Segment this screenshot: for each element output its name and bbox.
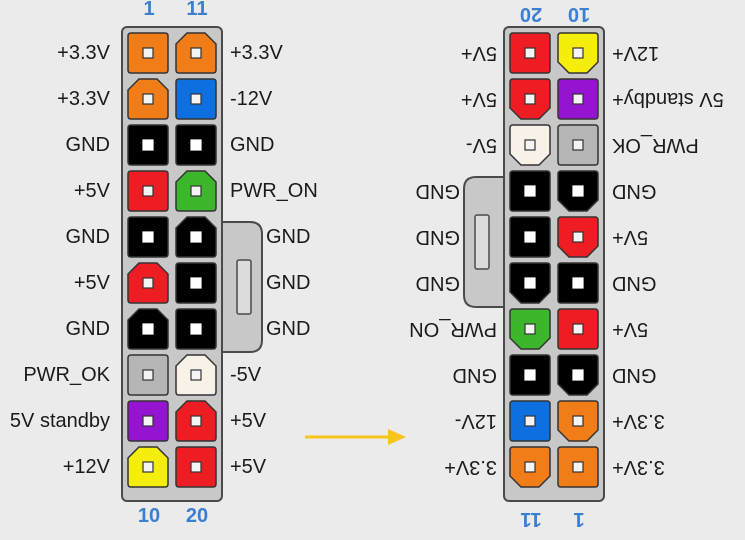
left-pin-contact xyxy=(190,139,202,151)
right-pin-label: +3.3V xyxy=(612,410,665,432)
right-pin-label: +5V xyxy=(460,88,497,110)
left-pin-label: GND xyxy=(266,226,311,248)
left-pin-label: GND xyxy=(65,226,110,248)
left-latch-slot xyxy=(236,259,252,315)
right-pin-contact xyxy=(572,415,584,427)
right-pin-contact xyxy=(572,185,584,197)
right-pin-label: GND xyxy=(612,272,657,294)
right-pin-contact xyxy=(572,277,584,289)
right-pin-contact xyxy=(524,323,536,335)
left-pin-label: +3.3V xyxy=(57,42,110,64)
left-pin-contact xyxy=(142,277,154,289)
left-connector xyxy=(121,26,263,502)
right-connector xyxy=(463,26,605,502)
left-pin-contact xyxy=(190,461,202,473)
pin-number-1: 1 xyxy=(573,508,585,530)
left-pin-label: 5V standby xyxy=(9,410,110,432)
pin-number-11: 11 xyxy=(186,0,208,20)
right-pin-label: -12V xyxy=(454,410,497,432)
left-pin-label: +5V xyxy=(73,180,110,202)
pin-number-10: 10 xyxy=(567,3,591,25)
left-pin-contact xyxy=(190,93,202,105)
right-pin-contact xyxy=(524,277,536,289)
left-pin-label: +3.3V xyxy=(57,88,110,110)
right-pin-contact xyxy=(572,323,584,335)
right-pin-contact xyxy=(524,415,536,427)
right-pin-contact xyxy=(524,231,536,243)
left-pin-label: +5V xyxy=(230,410,267,432)
pin-number-11: 11 xyxy=(520,508,542,530)
left-pin-contact xyxy=(190,369,202,381)
right-pin-label: GND xyxy=(415,272,460,294)
left-pin-label: PWR_ON xyxy=(230,180,318,202)
left-pin-label: +12V xyxy=(62,456,110,478)
right-pin-contact xyxy=(572,139,584,151)
right-pin-contact xyxy=(524,185,536,197)
left-pin-label: -5V xyxy=(230,364,262,386)
right-pin-contact xyxy=(572,231,584,243)
left-pin-label: +5V xyxy=(73,272,110,294)
pin-number-10: 10 xyxy=(137,505,161,527)
left-pin-label: PWR_OK xyxy=(23,364,110,386)
right-pin-contact xyxy=(572,93,584,105)
right-pin-label: -5V xyxy=(465,134,497,156)
right-pin-contact xyxy=(572,461,584,473)
left-pin-label: +3.3V xyxy=(230,42,283,64)
right-pin-label: GND xyxy=(415,226,460,248)
left-pin-contact xyxy=(142,461,154,473)
right-pin-label: +5V xyxy=(612,226,649,248)
right-pin-contact xyxy=(572,369,584,381)
left-pin-contact xyxy=(142,415,154,427)
right-pin-label: +3.3V xyxy=(612,456,665,478)
left-pin-label: GND xyxy=(65,318,110,340)
left-pin-contact xyxy=(142,93,154,105)
left-pin-contact xyxy=(142,369,154,381)
right-pin-label: +3.3V xyxy=(444,456,497,478)
left-pin-contact xyxy=(190,185,202,197)
right-pin-contact xyxy=(524,93,536,105)
pin-number-1: 1 xyxy=(143,0,155,20)
right-pin-label: PWR_ON xyxy=(409,318,497,340)
right-pin-label: GND xyxy=(612,180,657,202)
pin-number-20: 20 xyxy=(185,505,209,527)
left-pin-label: -12V xyxy=(230,88,273,110)
right-pin-label: GND xyxy=(612,364,657,386)
left-pin-contact xyxy=(190,415,202,427)
left-pin-contact xyxy=(142,139,154,151)
right-pin-contact xyxy=(524,47,536,59)
right-pin-label: PWR_OK xyxy=(612,134,699,156)
left-pin-contact xyxy=(142,185,154,197)
right-pin-label: +5V xyxy=(460,42,497,64)
left-pin-label: GND xyxy=(266,318,311,340)
right-pin-label: +12V xyxy=(612,42,660,64)
left-pin-contact xyxy=(190,47,202,59)
left-pin-contact xyxy=(142,47,154,59)
right-pin-label: GND xyxy=(415,180,460,202)
left-pin-contact xyxy=(142,323,154,335)
right-latch-slot xyxy=(474,214,490,270)
right-pin-contact xyxy=(524,461,536,473)
left-pin-label: GND xyxy=(65,134,110,156)
right-pin-label: +5V xyxy=(612,318,649,340)
left-pin-contact xyxy=(190,323,202,335)
left-pin-contact xyxy=(190,277,202,289)
right-pin-contact xyxy=(572,47,584,59)
left-pin-label: GND xyxy=(266,272,311,294)
left-pin-contact xyxy=(142,231,154,243)
left-pin-contact xyxy=(190,231,202,243)
pin-number-20: 20 xyxy=(519,3,543,25)
left-pin-label: GND xyxy=(230,134,275,156)
arrow-head xyxy=(388,429,406,445)
right-pin-label: +5V standby xyxy=(612,88,724,110)
right-pin-label: GND xyxy=(452,364,497,386)
right-pin-contact xyxy=(524,139,536,151)
left-pin-label: +5V xyxy=(230,456,267,478)
right-pin-contact xyxy=(524,369,536,381)
